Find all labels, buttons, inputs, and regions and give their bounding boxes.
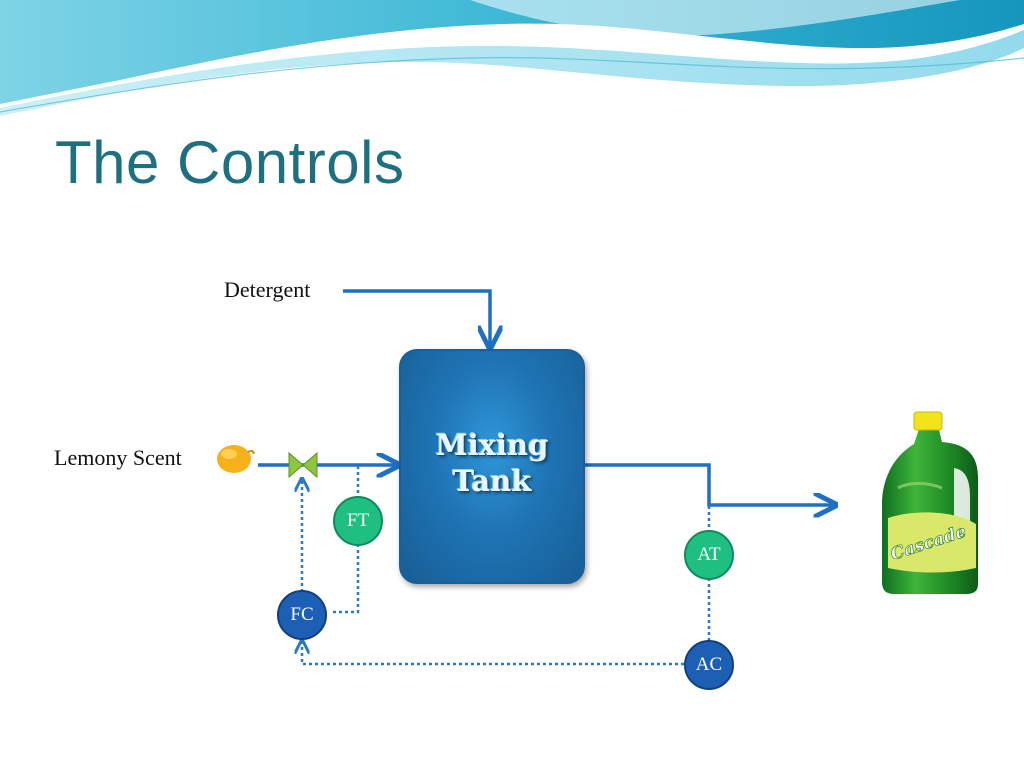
mixing-tank-label: Mixing Tank bbox=[435, 428, 549, 498]
lemony-scent-label: Lemony Scent bbox=[54, 445, 182, 470]
outlet-line bbox=[583, 463, 833, 505]
lemon-icon bbox=[217, 445, 255, 473]
flow-controller: FC bbox=[277, 590, 327, 640]
detergent-feed-line bbox=[343, 289, 490, 345]
control-valve-icon bbox=[288, 451, 318, 479]
ac-to-fc-signal-line bbox=[302, 642, 684, 666]
analyzer-transmitter: AT bbox=[684, 530, 734, 580]
detergent-bottle-icon: Cascade bbox=[838, 408, 1024, 598]
mixing-tank: Mixing Tank bbox=[399, 349, 585, 584]
header-wave-decoration bbox=[0, 0, 1024, 116]
detergent-label: Detergent bbox=[224, 277, 311, 302]
analyzer-controller: AC bbox=[684, 640, 734, 690]
flow-transmitter: FT bbox=[333, 496, 383, 546]
slide-title: The Controls bbox=[55, 129, 405, 196]
